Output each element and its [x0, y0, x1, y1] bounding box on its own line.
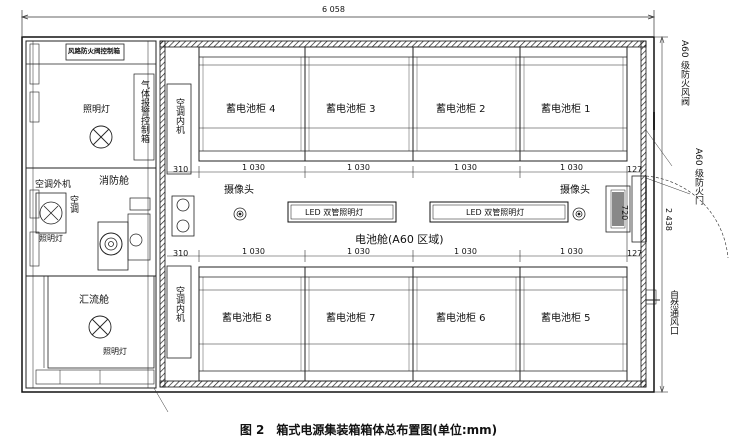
- cabinet-label-7: 蓄电池柜 7: [326, 313, 376, 324]
- ac-indoor-units: [166, 83, 195, 359]
- light-label-3: 照明灯: [103, 347, 127, 356]
- cabinets-bottom-row: [198, 266, 628, 382]
- dim-bottom-cab-4: 1 030: [560, 247, 583, 256]
- dim-top-cab-1: 1 030: [242, 163, 265, 172]
- light-label-1: 照明灯: [83, 105, 111, 115]
- fire-damper-label: A60 级防火风阀: [679, 40, 689, 106]
- right-door-area: [605, 112, 729, 305]
- cabinet-label-5: 蓄电池柜 5: [541, 313, 591, 324]
- camera-label-left: 摄像头: [224, 185, 254, 196]
- left-service-section: [25, 40, 157, 389]
- leader-lines: [153, 129, 691, 413]
- overall-width-label: 6 058: [322, 5, 345, 14]
- cabinet-label-2: 蓄电池柜 2: [436, 104, 486, 115]
- dim-bottom-cab-3: 1 030: [454, 247, 477, 256]
- left-top-sign: 风路防火阀控制箱: [68, 47, 120, 55]
- light-fixtures: [88, 125, 113, 339]
- light-label-2: 照明灯: [39, 234, 63, 243]
- dim-top-cab-2: 1 030: [347, 163, 370, 172]
- dim-bottom-cab-2: 1 030: [347, 247, 370, 256]
- figure-caption: 图 2 箱式电源集装箱箱体总布置图(单位:mm): [239, 423, 498, 437]
- container-outline: [21, 36, 655, 393]
- dim-aisle: 720: [620, 205, 629, 221]
- cabinet-label-3: 蓄电池柜 3: [326, 104, 376, 115]
- ac-indoor-label-bottom: 空调内机: [174, 286, 184, 322]
- battery-cabin-label: 电池舱(A60 区域): [355, 233, 444, 246]
- ac-outdoor-label: 空调外机: [35, 180, 72, 190]
- dim-top-right-gap: 127: [627, 165, 643, 174]
- cabinet-label-6: 蓄电池柜 6: [436, 313, 486, 324]
- cabinets-top-row: [198, 46, 628, 162]
- overall-width-dimension: [20, 10, 656, 36]
- camera-markers: [233, 207, 586, 221]
- dim-top-cab-3: 1 030: [454, 163, 477, 172]
- camera-label-right: 摄像头: [560, 185, 590, 196]
- right-height-dimension: [654, 36, 668, 393]
- cabinet-dimension-lines: [167, 166, 640, 262]
- height-dim-label: 2 438: [664, 208, 673, 231]
- dim-top-cab-4: 1 030: [560, 163, 583, 172]
- cabinet-label-1: 蓄电池柜 1: [541, 104, 591, 115]
- dim-top-left-gap: 310: [173, 165, 189, 174]
- led-label-right: LED 双管照明灯: [466, 208, 525, 217]
- cabinet-label-4: 蓄电池柜 4: [226, 104, 276, 115]
- cabinet-label-8: 蓄电池柜 8: [222, 313, 272, 324]
- bus-cabin-label: 汇流舱: [79, 295, 109, 306]
- dim-bottom-right-gap: 127: [627, 249, 643, 258]
- ac-label: 空调: [68, 195, 78, 213]
- dim-bottom-left-gap: 310: [173, 249, 189, 258]
- ac-indoor-label-top: 空调内机: [174, 98, 184, 134]
- fire-door-label: A60 级防火门: [693, 148, 703, 205]
- led-lamps: [287, 201, 569, 223]
- dim-bottom-cab-1: 1 030: [242, 247, 265, 256]
- led-label-left: LED 双管照明灯: [305, 208, 364, 217]
- natural-vent-label: 自然通风口: [668, 290, 678, 335]
- fire-cabin-label: 消防舱: [99, 176, 129, 187]
- gas-alarm-box-label: 气体报警控制箱: [139, 80, 149, 143]
